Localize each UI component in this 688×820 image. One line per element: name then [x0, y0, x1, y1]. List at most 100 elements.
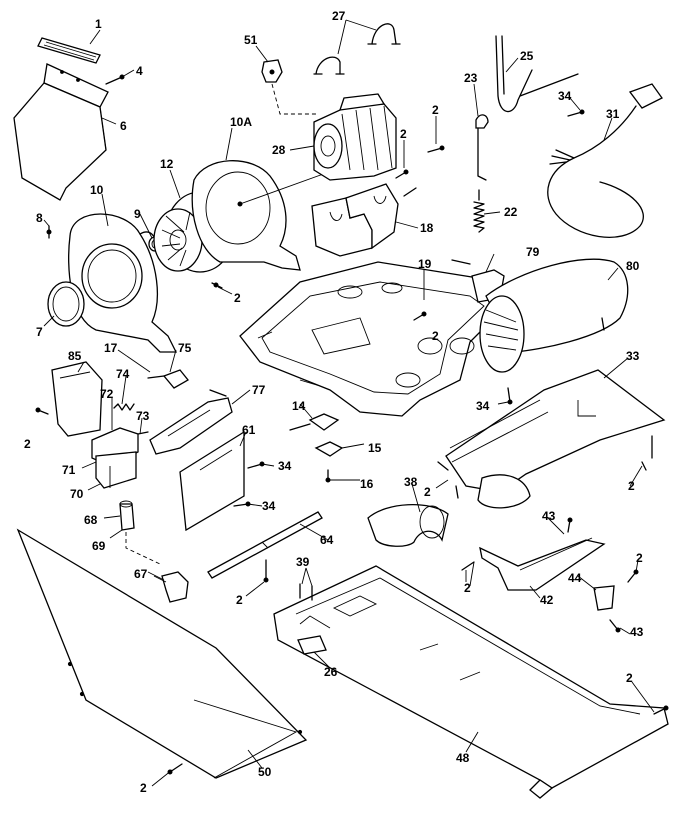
part-85-shield	[51, 361, 103, 437]
callout-22: 22	[504, 205, 518, 219]
callout-18: 18	[420, 221, 434, 235]
callout-85: 85	[68, 349, 82, 363]
leader-lines	[43, 19, 655, 787]
callout-15: 15	[368, 441, 382, 455]
callout-28: 28	[272, 143, 286, 157]
callout-33: 33	[626, 349, 640, 363]
callout-2-motor-a: 2	[432, 103, 439, 117]
callout-9: 9	[134, 207, 141, 221]
callout-42: 42	[540, 593, 554, 607]
part-68-coil	[119, 500, 135, 531]
part-61-bracket	[179, 430, 245, 532]
callout-10: 10	[90, 183, 104, 197]
part-80-exhaust-duct	[479, 258, 629, 373]
part-14-thermostat	[289, 413, 340, 431]
callout-64: 64	[320, 533, 334, 547]
callout-8: 8	[36, 211, 43, 225]
part-10A-blower-housing-rear	[191, 160, 341, 271]
callout-23: 23	[464, 71, 478, 85]
callout-16: 16	[360, 477, 374, 491]
callout-2-motor-b: 2	[400, 127, 407, 141]
callout-25: 25	[520, 49, 534, 63]
callout-71: 71	[62, 463, 76, 477]
part-48-base	[273, 565, 669, 799]
callout-2-cover: 2	[626, 671, 633, 685]
callout-75: 75	[178, 341, 192, 355]
callout-34-cord: 34	[558, 89, 572, 103]
part-50-access-panel	[16, 528, 308, 779]
callout-39: 39	[296, 555, 310, 569]
callout-2-blower: 2	[234, 291, 241, 305]
part-26-foot	[297, 635, 327, 655]
part-16-screw	[325, 469, 331, 483]
callout-19: 19	[418, 257, 432, 271]
callout-79: 79	[526, 245, 540, 259]
part-1-filter-strip	[37, 37, 101, 64]
callout-12: 12	[160, 157, 174, 171]
part-75-thermostat	[147, 369, 189, 389]
part-34-duct-screw	[507, 387, 513, 405]
part-39-screws	[299, 583, 313, 601]
part-6-lint-chute	[13, 63, 109, 201]
part-38-duct-boot	[367, 504, 449, 547]
callout-74: 74	[116, 367, 130, 381]
part-2-screw-blower	[211, 282, 223, 289]
part-33-lower-duct	[445, 369, 666, 509]
callout-2-left: 2	[24, 437, 31, 451]
part-34-cord-screw	[567, 109, 585, 117]
part-23-idler-arm	[475, 114, 489, 181]
part-4-screw	[105, 74, 125, 85]
part-2-base-screw	[413, 311, 427, 321]
callout-10A: 10A	[230, 115, 252, 129]
callout-34-duct: 34	[476, 399, 490, 413]
part-64-rod	[207, 511, 323, 579]
callout-6: 6	[120, 119, 127, 133]
part-73-fitting	[137, 431, 149, 435]
callout-70: 70	[70, 487, 84, 501]
part-8-screw	[46, 225, 52, 239]
callout-26: 26	[324, 665, 338, 679]
callout-72: 72	[100, 387, 114, 401]
callout-2-rod: 2	[236, 593, 243, 607]
callout-43-a: 43	[542, 509, 556, 523]
part-27-motor-clamps	[271, 23, 401, 115]
part-51-switch	[261, 59, 283, 83]
part-22-spring	[473, 189, 485, 233]
callout-2-rear: 2	[628, 479, 635, 493]
part-2-bracket-screw	[461, 561, 475, 571]
part-15-thermostat	[314, 441, 344, 457]
callout-48: 48	[456, 751, 470, 765]
callout-77: 77	[252, 383, 266, 397]
part-67-elbow	[125, 532, 189, 603]
callout-31: 31	[606, 107, 620, 121]
callout-labels: 1 4 6 8 9 10 10A 12 2 7 51 27 28 2 2 18 …	[24, 9, 644, 795]
part-25-drive-belt	[495, 35, 579, 113]
part-2-duct-screws	[437, 461, 647, 499]
part-7-seal-ring	[47, 281, 85, 327]
part-74-spring	[113, 403, 135, 411]
callout-17: 17	[104, 341, 118, 355]
callout-14: 14	[292, 399, 306, 413]
callout-1: 1	[95, 17, 102, 31]
callout-80: 80	[626, 259, 640, 273]
part-77-burner-tube	[149, 389, 233, 455]
callout-34-bracket-b: 34	[262, 499, 276, 513]
part-2-cover-screw	[653, 705, 669, 715]
part-2-clip-screw	[627, 569, 639, 583]
callout-68: 68	[84, 513, 98, 527]
callout-73: 73	[136, 409, 150, 423]
callout-34-bracket-a: 34	[278, 459, 292, 473]
callout-69: 69	[92, 539, 106, 553]
part-2-left-screw	[35, 407, 49, 415]
callout-2-clip: 2	[636, 551, 643, 565]
part-2-screws-motor	[395, 145, 445, 197]
part-72-gas-valve	[91, 427, 139, 489]
part-2-rod-screw	[263, 559, 269, 583]
callout-50: 50	[258, 765, 272, 779]
callout-67: 67	[134, 567, 148, 581]
part-2-panel-screw	[167, 763, 183, 775]
part-43-screw-a	[567, 517, 573, 533]
part-28-motor	[313, 93, 397, 181]
callout-4: 4	[136, 64, 143, 78]
